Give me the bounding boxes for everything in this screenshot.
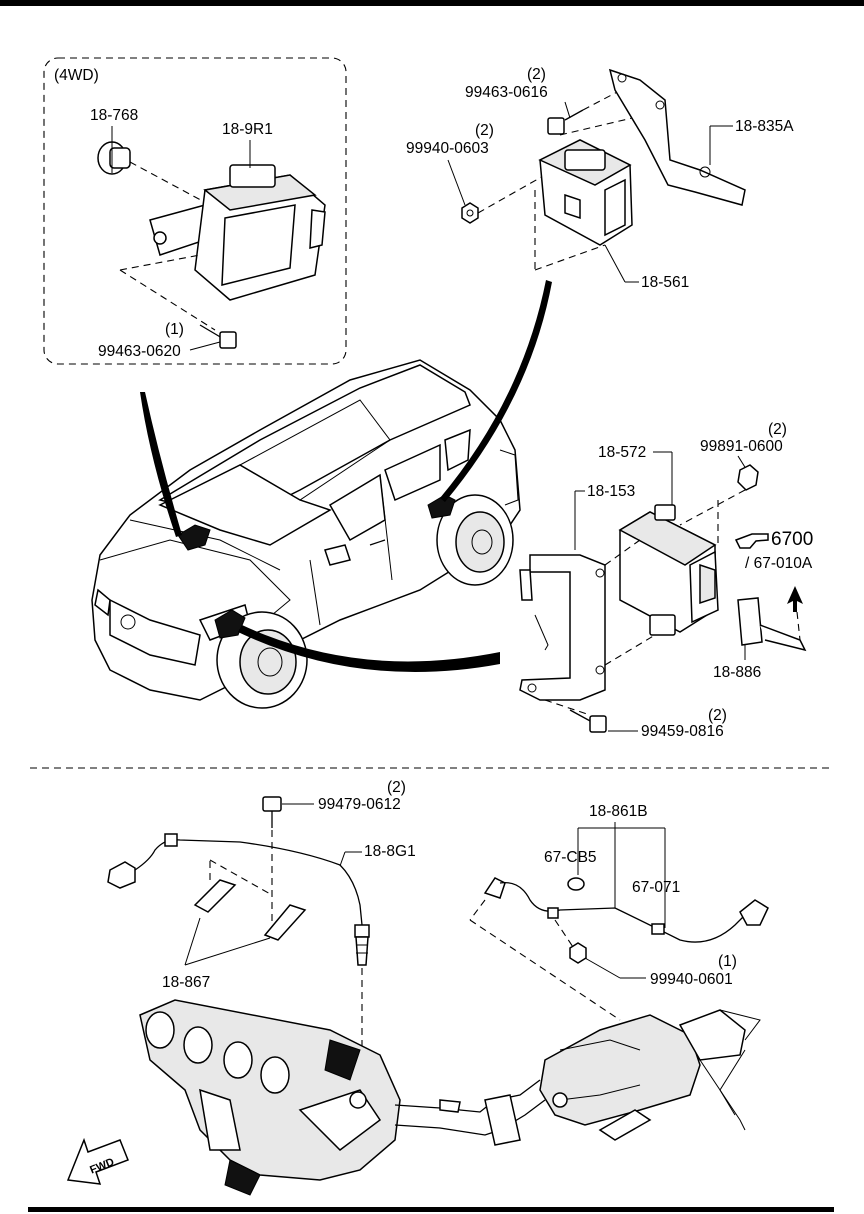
bottom-border xyxy=(28,1207,834,1212)
pointing-hand-icon xyxy=(734,533,769,549)
label-99479-0612: 99479-0612 xyxy=(318,796,401,813)
part-18-153-drawing xyxy=(519,554,606,701)
ref-arrow-icon xyxy=(787,586,803,612)
leader-swoosh-radar xyxy=(238,625,500,673)
part-99463-0620-drawing xyxy=(199,324,237,349)
label-99891-0600: 99891-0600 xyxy=(700,438,783,455)
label-99891-0600-qty: (2) xyxy=(768,421,787,438)
label-18-9r1: 18-9R1 xyxy=(222,121,273,138)
part-99940-0603-drawing xyxy=(461,202,479,224)
label-99940-0601-qty: (1) xyxy=(718,953,737,970)
part-67-cb5-drawing xyxy=(567,877,585,891)
part-99463-0616-drawing xyxy=(547,109,584,135)
vehicle-illustration xyxy=(91,359,521,709)
group-4wd: (4WD) 18-768 18-9R1 (1) 994 xyxy=(43,57,347,365)
part-18-572-drawing xyxy=(618,504,719,636)
part-18-9r1-drawing xyxy=(149,164,326,301)
label-99940-0603: 99940-0603 xyxy=(406,140,489,157)
part-18-861b-drawing xyxy=(483,877,769,943)
leader-swoosh-4wd xyxy=(140,392,182,537)
label-18-8g1: 18-8G1 xyxy=(364,843,416,860)
label-67-071: 67-071 xyxy=(632,879,680,896)
label-99463-0620-qty: (1) xyxy=(165,321,184,338)
group-abs-module: (2) 99463-0616 (2) 99940-0603 18-835A xyxy=(406,66,794,291)
label-ref-67-010a[interactable]: / 67-010A xyxy=(745,555,813,572)
top-border xyxy=(0,0,864,6)
part-99940-0601-drawing xyxy=(569,942,587,964)
part-99459-0816-drawing xyxy=(569,709,607,733)
part-18-561-drawing xyxy=(538,139,633,246)
label-18-835a: 18-835A xyxy=(735,118,794,135)
part-18-8g1-drawing xyxy=(107,833,370,966)
label-99463-0616-qty: (2) xyxy=(527,66,546,83)
part-99891-0600-drawing xyxy=(737,464,759,491)
part-99479-0612-drawing xyxy=(262,796,282,828)
label-ref-6700[interactable]: 6700 xyxy=(771,529,813,550)
part-18-886-drawing xyxy=(737,597,807,652)
label-18-572: 18-572 xyxy=(598,444,646,461)
label-18-561: 18-561 xyxy=(641,274,689,291)
forward-arrow-icon: FWD xyxy=(66,1137,129,1185)
label-18-768: 18-768 xyxy=(90,107,138,124)
label-18-867: 18-867 xyxy=(162,974,210,991)
part-18-835a-drawing xyxy=(608,68,746,206)
label-99463-0616: 99463-0616 xyxy=(465,84,548,101)
label-18-153: 18-153 xyxy=(587,483,635,500)
label-99459-0816-qty: (2) xyxy=(708,707,727,724)
catalytic-converter-drawing xyxy=(539,1009,761,1141)
label-99463-0620: 99463-0620 xyxy=(98,343,181,360)
group-4wd-label: (4WD) xyxy=(54,67,99,84)
label-99479-0612-qty: (2) xyxy=(387,779,406,796)
part-18-768-drawing xyxy=(97,141,131,175)
exhaust-pipe-drawing xyxy=(394,1079,546,1146)
label-99940-0601: 99940-0601 xyxy=(650,971,733,988)
label-99940-0603-qty: (2) xyxy=(475,122,494,139)
label-99459-0816: 99459-0816 xyxy=(641,723,724,740)
label-18-886: 18-886 xyxy=(713,664,761,681)
group-o2-sensors: (2) 99479-0612 18-8G1 18-867 18-861B xyxy=(66,779,769,1196)
exhaust-manifold-drawing xyxy=(139,999,401,1196)
label-67-cb5: 67-CB5 xyxy=(544,849,597,866)
group-radar-module: (2) 99891-0600 18-572 18-153 xyxy=(519,421,813,740)
part-18-867-drawing xyxy=(193,879,307,941)
label-18-861b: 18-861B xyxy=(589,803,648,820)
